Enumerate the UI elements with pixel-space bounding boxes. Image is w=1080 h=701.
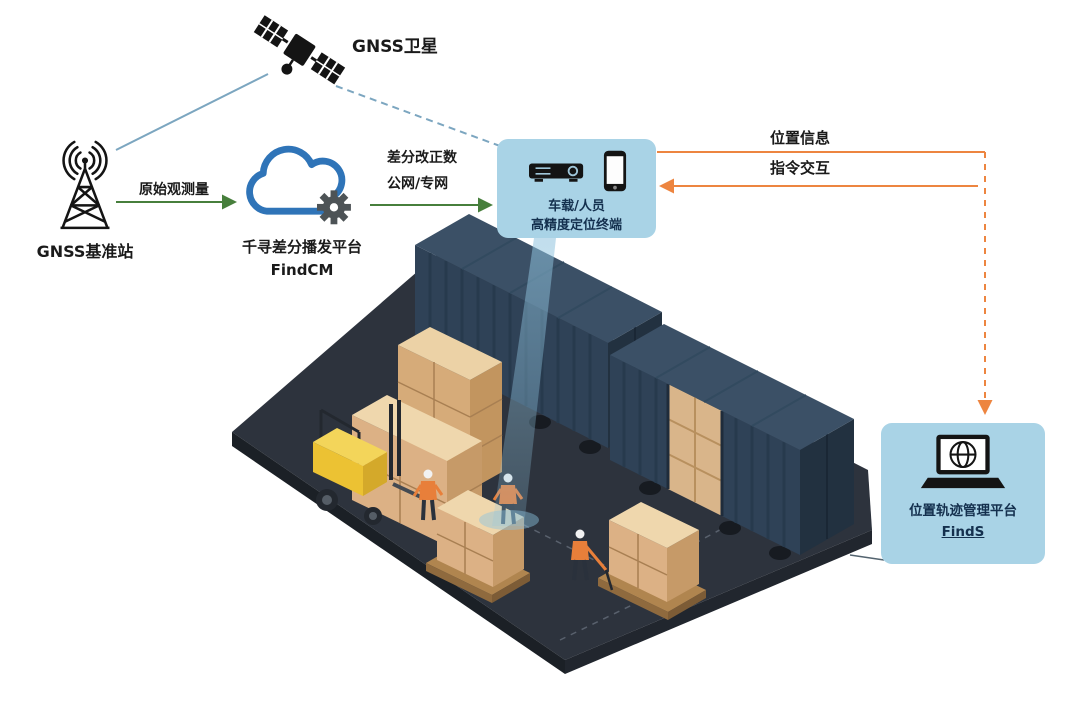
management-platform-name: 位置轨迹管理平台 (909, 503, 1017, 519)
position-info-label: 位置信息 (769, 129, 830, 147)
warehouse-platform (232, 252, 872, 674)
correction-label-line1: 差分改正数 (387, 150, 457, 166)
correction-label-line2: 公网/专网 (387, 176, 449, 192)
management-platform-product: FindS (941, 523, 985, 540)
container-2-wheels (639, 481, 791, 560)
management-platform-node: 位置轨迹管理平台 FindS (881, 423, 1045, 564)
cloud-gear-icon (238, 136, 364, 236)
base-station-label: GNSS基准站 (36, 242, 134, 261)
cloud-platform-product: FindCM (270, 260, 334, 279)
cloud-platform-name: 千寻差分播发平台 (241, 238, 362, 256)
edge-satellite-to-terminal (335, 85, 501, 147)
worker-3-pallet-jack (571, 529, 614, 591)
finds-leader-line (849, 554, 885, 561)
satellite-icon (250, 4, 350, 94)
receiver-device-icon (528, 163, 583, 182)
pallet-boxes-right (598, 502, 706, 620)
terminal-label-line2: 高精度定位终端 (530, 217, 622, 233)
container-2-open-door-boxes (666, 384, 724, 516)
shipping-container-2-open (610, 324, 854, 560)
floor-markings (469, 486, 801, 641)
satellite-label: GNSS卫星 (352, 37, 438, 57)
cloud-platform-label: 千寻差分播发平台 FindCM (213, 236, 391, 281)
management-platform-label: 位置轨迹管理平台 FindS (909, 501, 1017, 543)
positioning-beam (479, 238, 556, 530)
radio-tower-icon (28, 134, 142, 236)
gear-icon (316, 190, 351, 225)
smartphone-icon (603, 150, 626, 192)
globe-icon (949, 441, 977, 469)
terminal-node: 车载/人员 高精度定位终端 (497, 139, 656, 238)
forklift (313, 400, 424, 525)
command-interaction-label: 指令交互 (769, 159, 830, 177)
terminal-icons (527, 149, 627, 193)
terminal-label-line1: 车载/人员 (548, 199, 605, 214)
worker-1 (412, 469, 444, 521)
laptop-globe-icon (920, 434, 1006, 489)
terminal-label: 车载/人员 高精度定位终端 (531, 198, 622, 236)
raw-observation-label: 原始观测量 (139, 182, 209, 198)
edge-satellite-to-base (115, 73, 269, 151)
